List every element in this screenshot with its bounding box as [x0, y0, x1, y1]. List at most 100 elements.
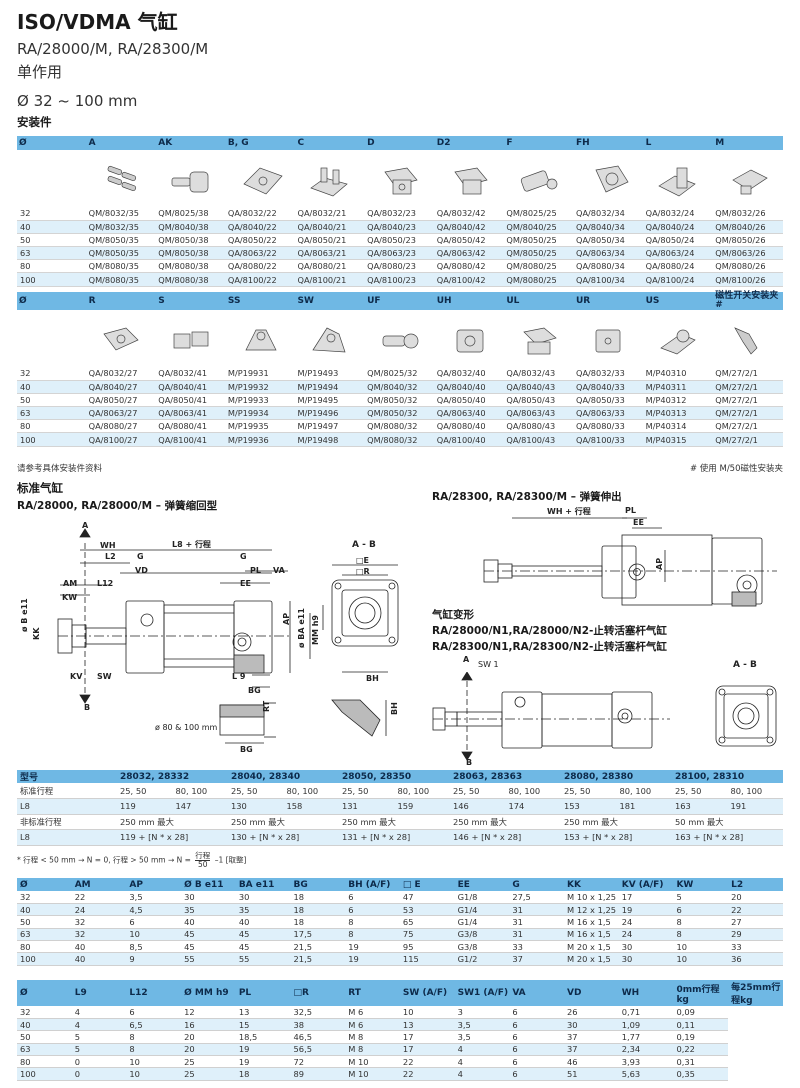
- part-icon: [595, 329, 621, 353]
- model-cell: 25, 50: [228, 783, 284, 799]
- dim2-cell: 5: [71, 1030, 127, 1044]
- label-ap: AP: [282, 612, 291, 625]
- variant-cylinder-drawing: [432, 672, 670, 761]
- acc1-cell: QA/8080/23: [365, 259, 435, 274]
- dim2-cell: M 8: [345, 1030, 400, 1044]
- dim1-cell: 31: [509, 903, 565, 917]
- acc1-cell: QM/8080/38: [156, 259, 226, 274]
- standard-heading: 标准气缸: [17, 481, 63, 495]
- dim1-cell: 45: [181, 928, 236, 942]
- model-cell: 146 + [N * x 28]: [450, 829, 561, 846]
- acc1-cell: 40: [17, 220, 87, 234]
- acc2-part-image: [504, 310, 574, 367]
- dim1-cell: 19: [345, 940, 400, 954]
- acc1-cell: QA/8100/21: [295, 272, 366, 287]
- label-bg-bottom: BG: [240, 745, 253, 754]
- acc2-cell: QA/8080/27: [86, 419, 157, 434]
- dim1-cell: 32: [17, 891, 72, 904]
- acc1-cell: QM/8080/35: [86, 272, 157, 287]
- acc1-cell: QA/8063/21: [295, 246, 366, 261]
- model-cell: 25, 50: [117, 783, 173, 799]
- model-cell: 250 mm 最大: [339, 814, 450, 830]
- dim2-col-header: Ø: [17, 980, 72, 1006]
- dim2-cell: 32: [17, 1006, 72, 1019]
- dim1-cell: 53: [399, 903, 455, 917]
- model-row-label: 标准行程: [17, 783, 117, 799]
- dim1-cell: 10: [126, 928, 182, 942]
- dim1-cell: 40: [17, 903, 72, 917]
- model-row-label: L8: [17, 798, 117, 815]
- dim1-cell: 6: [345, 903, 400, 917]
- model-cell: 50 mm 最大: [672, 814, 783, 830]
- dim2-cell: 3: [454, 1006, 510, 1019]
- label-a-variant: A: [463, 655, 470, 664]
- acc2-col-header: UH: [434, 292, 505, 310]
- acc1-cell: QA/8063/22: [225, 246, 296, 261]
- acc2-cell: QA/8032/33: [574, 367, 644, 381]
- acc1-cell: QM/8080/38: [156, 272, 226, 287]
- acc1-cell: 100: [17, 272, 87, 287]
- acc1-cell: QM/8025/25: [504, 207, 574, 221]
- label-sw1: SW 1: [478, 660, 499, 669]
- acc1-col-header: AK: [156, 136, 226, 150]
- dim2-cell: 22: [399, 1067, 455, 1081]
- dim2-cell: 25: [181, 1055, 236, 1069]
- dim2-cell: 4: [71, 1006, 127, 1019]
- acc1-cell: QA/8032/22: [225, 207, 296, 221]
- acc2-cell: M/P19933: [225, 393, 296, 408]
- dim1-cell: 8: [673, 928, 729, 942]
- dim1-cell: 75: [399, 928, 455, 942]
- dim1-cell: 8: [345, 915, 400, 929]
- footnote-text: * 行程 < 50 mm → N = 0, 行程 > 50 mm → N =: [17, 855, 191, 865]
- dim2-cell: 4: [71, 1018, 127, 1032]
- acc2-cell: QA/8050/43: [504, 393, 574, 408]
- dim1-cell: 18: [290, 915, 346, 929]
- acc2-cell: QM/8025/32: [365, 367, 435, 381]
- part-icon: [658, 167, 697, 197]
- model-cell: 80, 100: [394, 783, 450, 799]
- dim1-cell: M 10 x 1,25: [564, 891, 619, 904]
- dim2-cell: 51: [564, 1067, 619, 1081]
- label-ee: EE: [240, 579, 251, 588]
- acc1-cell: QA/8040/23: [365, 220, 435, 234]
- acc2-cell: QA/8100/43: [504, 432, 574, 447]
- acc2-cell: QA/8080/43: [504, 419, 574, 434]
- dim2-cell: 40: [17, 1018, 72, 1032]
- dim1-cell: G1/8: [454, 891, 510, 904]
- acc1-cell: 50: [17, 233, 87, 248]
- acc2-cell: M/P40311: [643, 380, 714, 394]
- acc2-cell: QA/8040/41: [156, 380, 226, 394]
- dim2-cell: 30: [564, 1018, 619, 1032]
- dim1-cell: 33: [728, 940, 783, 954]
- dim1-cell: G1/4: [454, 915, 510, 929]
- dim2-cell: 10: [399, 1006, 455, 1019]
- dim2-cell: 13: [235, 1006, 291, 1019]
- model-cell: 131: [339, 798, 395, 815]
- acc1-cell: QM/8050/38: [156, 233, 226, 248]
- model-row-label: L8: [17, 829, 117, 846]
- acc1-cell: QM/8050/35: [86, 246, 157, 261]
- part-icon: [732, 169, 768, 195]
- note-right: # 使用 M/50磁性安装夹: [689, 464, 783, 474]
- acc1-cell: QA/8050/34: [574, 233, 644, 248]
- acc2-part-image: [156, 310, 226, 367]
- model-cell: 80, 100: [283, 783, 339, 799]
- dim1-cell: 31: [509, 928, 565, 942]
- acc2-cell: M/P19934: [225, 406, 296, 421]
- dim1-cell: 4,5: [126, 903, 182, 917]
- acc2-cell: 80: [17, 419, 87, 434]
- acc2-cell: M/P19498: [295, 432, 366, 447]
- part-icon: [173, 331, 209, 349]
- acc2-cell: QA/8063/33: [574, 406, 644, 421]
- acc2-cell: QA/8063/43: [504, 406, 574, 421]
- label-wh-extend: WH + 行程: [547, 507, 591, 516]
- acc2-cell: QM/8050/32: [365, 406, 435, 421]
- label-l9: L 9: [232, 672, 246, 681]
- dim2-cell: 0,35: [673, 1067, 729, 1081]
- part-icon: [456, 329, 483, 353]
